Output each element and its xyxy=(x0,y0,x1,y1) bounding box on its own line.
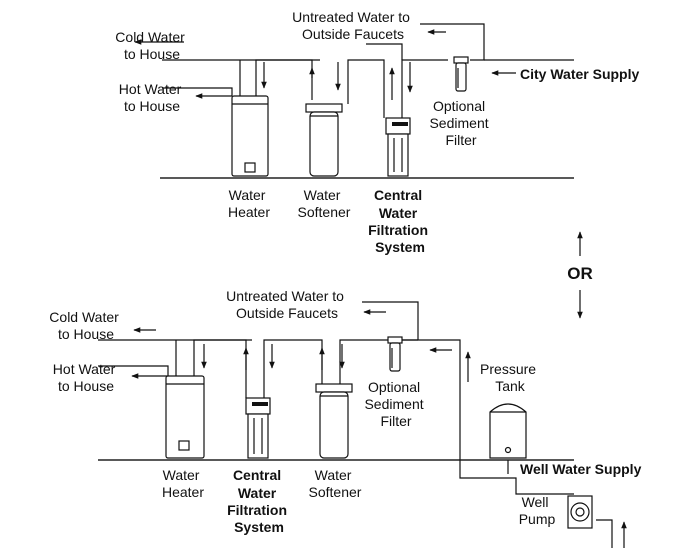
bottom-faucet-line xyxy=(362,301,419,340)
top-cold-water-label: Cold Water to House xyxy=(115,29,188,62)
top-heater-inlet xyxy=(255,59,320,96)
top-filtration-label: Central Water Filtration System xyxy=(368,187,432,255)
top-supply-label: City Water Supply xyxy=(520,66,639,82)
bottom-water-heater xyxy=(165,375,205,459)
top-sediment-label: Optional Sediment Filter xyxy=(429,98,492,148)
top-central-filtration xyxy=(385,117,411,177)
top-faucets-label: Untreated Water to Outside Faucets xyxy=(292,9,414,42)
bottom-filtration-label: Central Water Filtration System xyxy=(227,467,291,535)
bottom-hot-water-label: Hot Water to House xyxy=(53,361,119,394)
top-hot-water-label: Hot Water to House xyxy=(119,81,185,114)
bottom-well-pump xyxy=(567,495,593,529)
bottom-water-softener xyxy=(315,383,353,459)
bottom-faucets-label: Untreated Water to Outside Faucets xyxy=(226,288,348,321)
bottom-hot-line xyxy=(98,365,169,376)
or-label: OR xyxy=(567,264,593,283)
bottom-supply-label: Well Water Supply xyxy=(520,461,642,477)
city-water-diagram: Untreated Water to Outside Faucets Cold … xyxy=(115,9,639,255)
bottom-pressure-tank xyxy=(489,403,527,459)
bottom-softener-inlet xyxy=(339,339,418,384)
top-softener-to-filter xyxy=(347,59,385,118)
top-cold-line xyxy=(162,59,313,78)
top-heater-label: Water Heater xyxy=(228,187,270,220)
top-bypass-line xyxy=(420,23,485,61)
bottom-softener-label: Water Softener xyxy=(309,467,362,500)
bottom-well-pump-label: Well Pump xyxy=(519,494,556,527)
top-faucet-line xyxy=(366,43,403,60)
bottom-heater-label: Water Heater xyxy=(162,467,204,500)
bottom-central-filtration xyxy=(245,397,271,459)
bottom-heater-inlet xyxy=(193,339,252,376)
bottom-sediment-filter xyxy=(387,336,403,372)
well-water-diagram: Untreated Water to Outside Faucets Cold … xyxy=(49,288,642,548)
top-softener-label: Water Softener xyxy=(298,187,351,220)
bottom-supply-line xyxy=(402,339,574,495)
bottom-pressure-tank-label: Pressure Tank xyxy=(480,361,540,394)
top-water-softener xyxy=(305,103,343,177)
top-water-heater xyxy=(231,95,269,177)
or-separator: OR xyxy=(567,231,593,319)
top-hot-line xyxy=(162,87,233,96)
bottom-cold-water-label: Cold Water to House xyxy=(49,309,122,342)
bottom-filter-to-softener xyxy=(263,339,323,398)
bottom-well-line xyxy=(596,519,613,548)
top-sediment-filter xyxy=(453,56,469,92)
bottom-sediment-label: Optional Sediment Filter xyxy=(364,379,427,429)
